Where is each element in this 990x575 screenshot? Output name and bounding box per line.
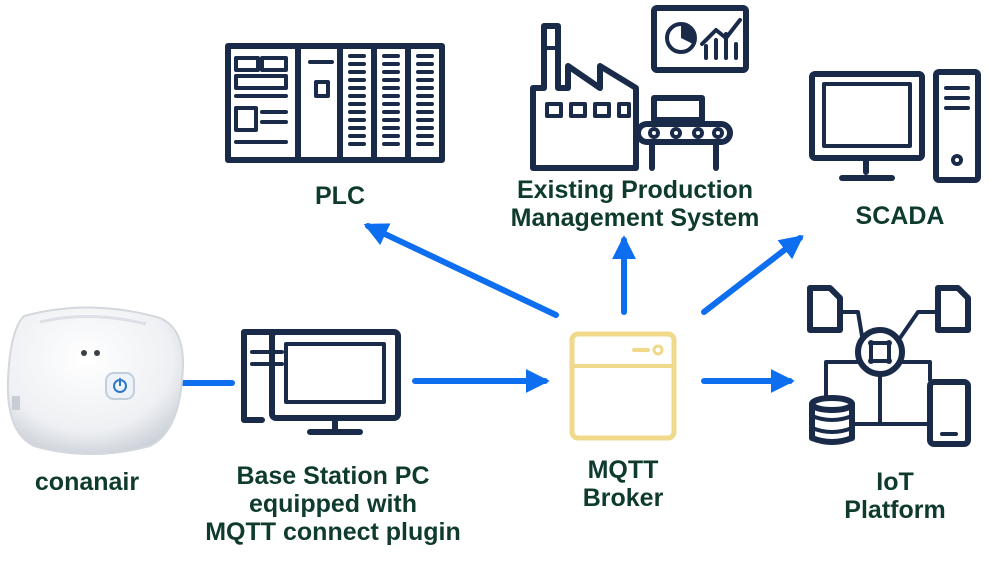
base-station-label: Base Station PC equipped with MQTT conne… <box>178 462 488 546</box>
broker-label: MQTT Broker <box>565 456 681 512</box>
iot-label-line-2: Platform <box>844 496 946 524</box>
monitor-tower-icon <box>809 69 981 183</box>
broker-label-line-2: Broker <box>582 484 664 512</box>
browser-window-icon <box>569 331 677 441</box>
plc-label-text: PLC <box>315 182 365 210</box>
edges <box>177 223 804 393</box>
base-station-label-line-1: Base Station PC <box>236 462 430 490</box>
plc-rack-icon <box>225 43 445 163</box>
edge-broker-to-plc <box>363 223 559 318</box>
iot-label: IoT Platform <box>828 468 962 524</box>
production-label-line-2: Management System <box>510 204 760 232</box>
iot-label-line-1: IoT <box>876 468 914 496</box>
sensor-device-icon <box>6 306 184 455</box>
base-station-label-line-2: equipped with <box>248 490 418 518</box>
desktop-pc-icon <box>241 329 401 435</box>
base-station-label-line-3: MQTT connect plugin <box>205 518 461 546</box>
production-label-line-1: Existing Production <box>516 176 754 204</box>
edge-broker-to-scada <box>701 235 804 315</box>
plc-label: PLC <box>290 182 390 210</box>
conanair-label-text: conanair <box>34 468 140 496</box>
scada-label: SCADA <box>838 202 962 230</box>
broker-label-line-1: MQTT <box>587 456 659 484</box>
iot-network-icon <box>807 285 971 447</box>
conanair-label: conanair <box>22 468 152 496</box>
scada-label-text: SCADA <box>855 202 945 230</box>
factory-icon <box>530 5 749 171</box>
production-label: Existing Production Management System <box>480 176 790 232</box>
